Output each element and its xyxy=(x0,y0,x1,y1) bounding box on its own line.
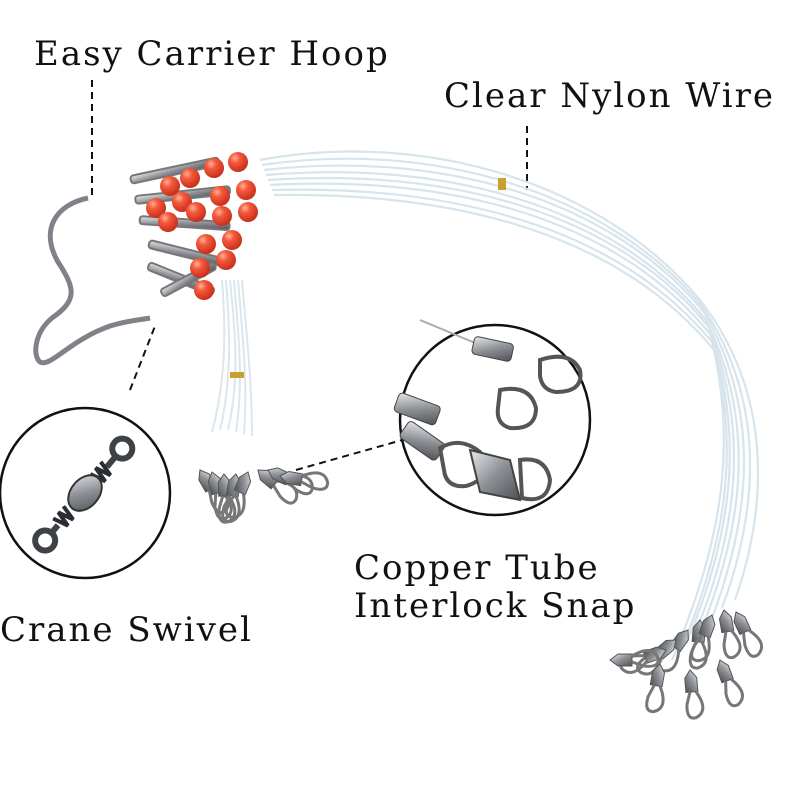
label-carrier-hoop: Easy Carrier Hoop xyxy=(34,34,390,74)
bead-cluster xyxy=(146,152,258,300)
snap-detail-image xyxy=(393,319,583,502)
wire-crimp xyxy=(498,178,506,190)
short-bundle-snaps xyxy=(193,459,331,525)
crane-swivel-image xyxy=(32,435,136,554)
label-crane-swivel: Crane Swivel xyxy=(0,610,253,650)
carrier-hoop xyxy=(33,195,151,366)
short-wire-crimp xyxy=(230,372,244,378)
short-wire-bundle xyxy=(211,279,253,437)
label-nylon-wire: Clear Nylon Wire xyxy=(444,76,775,116)
snap-detail-inset xyxy=(393,319,592,517)
nylon-wire-bundle xyxy=(259,150,760,661)
label-snap-line-1: Copper Tube xyxy=(354,548,600,588)
crane-swivel-inset xyxy=(0,406,172,580)
label-snap-line-2: Interlock Snap xyxy=(354,586,637,626)
callout-lines xyxy=(91,80,528,471)
